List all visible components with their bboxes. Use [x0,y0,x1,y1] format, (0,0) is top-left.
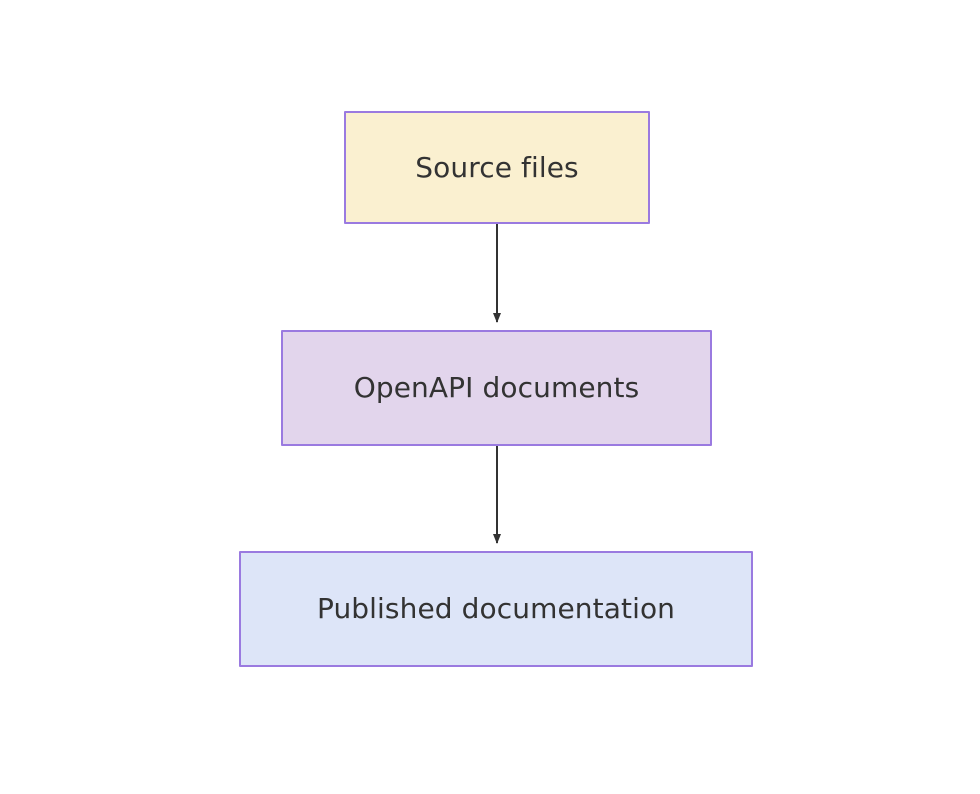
flow-node-published-documentation[interactable]: Published documentation [239,551,753,667]
flow-node-published-documentation-label: Published documentation [316,592,676,626]
flow-node-source-files-label: Source files [415,150,579,184]
flow-node-openapi-documents[interactable]: OpenAPI documents [281,330,712,446]
flow-node-openapi-documents-label: OpenAPI documents [353,371,640,405]
flow-node-source-files[interactable]: Source files [344,111,650,224]
